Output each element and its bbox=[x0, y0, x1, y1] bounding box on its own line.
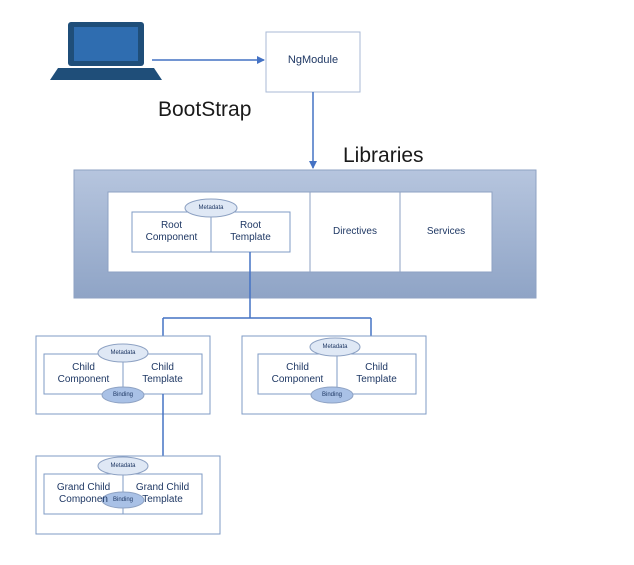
child-right-binding-label: Binding bbox=[321, 392, 342, 398]
grandchild-metadata-cloud bbox=[97, 456, 149, 476]
child-left-binding-label: Binding bbox=[112, 392, 133, 398]
libraries-label: Libraries bbox=[343, 144, 424, 167]
grandchild-binding-cloud bbox=[101, 491, 145, 509]
directives-label: Directives bbox=[333, 226, 377, 237]
child-left-metadata-label: Metadata bbox=[110, 350, 136, 356]
child-left-binding-cloud bbox=[101, 386, 145, 404]
child-right-binding-cloud bbox=[310, 386, 354, 404]
child-left-metadata-cloud bbox=[97, 343, 149, 363]
grandchild-metadata-label: Metadata bbox=[110, 463, 136, 469]
services-label: Services bbox=[426, 226, 466, 237]
child-right-metadata-label: Metadata bbox=[322, 344, 348, 350]
child-right-metadata-cloud bbox=[309, 337, 361, 357]
root-metadata-cloud bbox=[184, 198, 238, 218]
ngmodule-box bbox=[265, 31, 361, 93]
laptop-icon bbox=[50, 22, 162, 80]
bootstrap-label: BootStrap bbox=[158, 98, 252, 121]
ngmodule-label: NgModule bbox=[287, 54, 339, 66]
root-metadata-label: Metadata bbox=[198, 205, 224, 211]
grandchild-binding-label: Binding bbox=[112, 497, 133, 503]
